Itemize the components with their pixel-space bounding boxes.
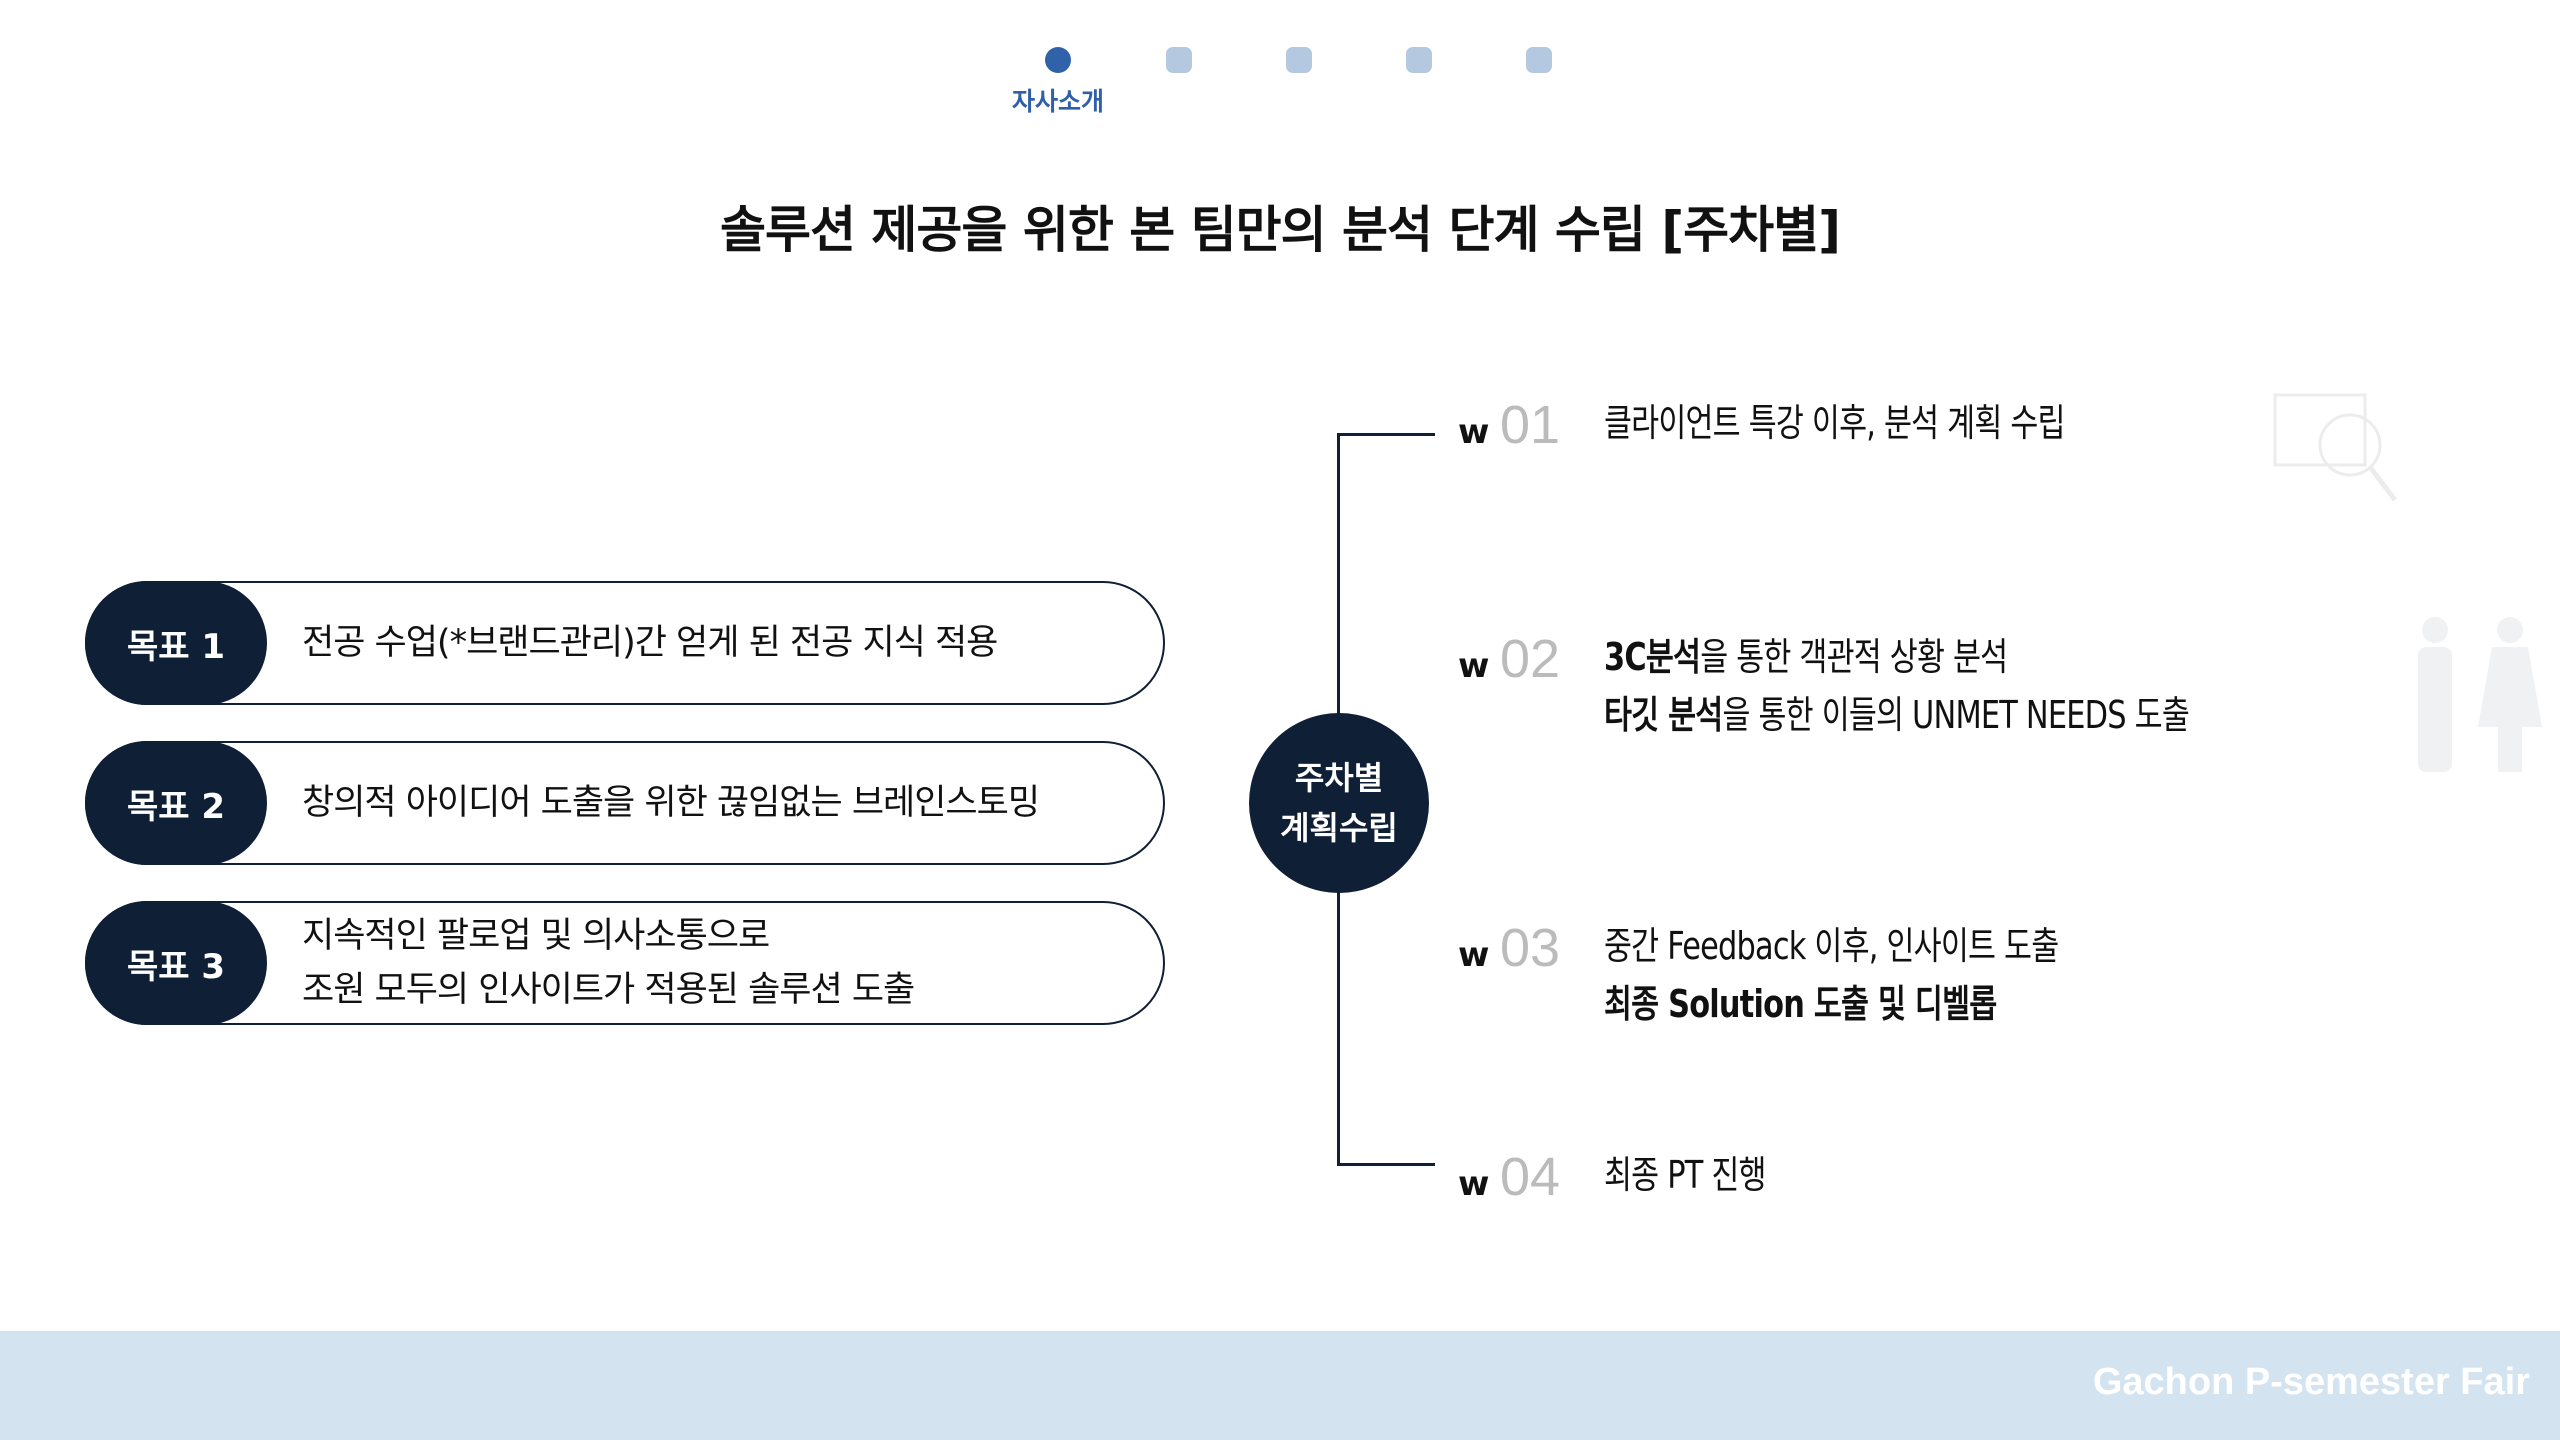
people-icon xyxy=(2418,617,2542,772)
nav-dot-4[interactable] xyxy=(1406,47,1432,73)
week-number: 04 xyxy=(1500,1147,1561,1207)
goal-text: 지속적인 팔로업 및 의사소통으로 xyxy=(302,916,770,956)
center-label: 주차별 xyxy=(1294,759,1384,797)
nav-active-label: 자사소개 xyxy=(1011,87,1104,116)
goal-badge: 목표 1 xyxy=(85,581,267,705)
week-prefix: w xyxy=(1458,935,1490,975)
nav-dot-1[interactable] xyxy=(1045,47,1071,73)
page-title: 솔루션 제공을 위한 본 팀만의 분석 단계 수립 [주차별] xyxy=(720,201,1841,259)
week-4: w 04 최종 PT 진행 xyxy=(1458,1146,1806,1208)
week-text: 클라이언트 특강 이후, 분석 계획 수립 xyxy=(1604,401,2066,445)
goal-badge: 목표 3 xyxy=(85,901,267,1025)
week-number: 02 xyxy=(1500,629,1561,689)
nav-dot-3[interactable] xyxy=(1286,47,1312,73)
week-2: w 02 3C분석을 통한 객관적 상황 분석 타깃 분석을 통한 이들의 UN… xyxy=(1458,628,2335,744)
week-prefix: w xyxy=(1458,1164,1490,1204)
week-number: 01 xyxy=(1500,395,1561,455)
week-prefix: w xyxy=(1458,412,1490,452)
week-text-bold: 최종 Solution 도출 및 디벨롭 xyxy=(1604,982,1997,1026)
week-prefix: w xyxy=(1458,646,1490,686)
analysis-chart-icon xyxy=(2273,393,2397,502)
nav-dot-5[interactable] xyxy=(1526,47,1552,73)
goal-text: 전공 수업(*브랜드관리)간 얻게 된 전공 지식 적용 xyxy=(302,623,998,663)
goal-text: 조원 모두의 인사이트가 적용된 솔루션 도출 xyxy=(302,970,915,1010)
week-3: w 03 중간 Feedback 이후, 인사이트 도출 최종 Solution… xyxy=(1458,917,2172,1033)
timeline-branch-top xyxy=(1337,433,1435,436)
week-text: 중간 Feedback 이후, 인사이트 도출 xyxy=(1604,924,2059,968)
week-text: 을 통한 이들의 UNMET NEEDS 도출 xyxy=(1722,693,2189,737)
nav-dot-2[interactable] xyxy=(1166,47,1192,73)
week-1: w 01 클라이언트 특강 이후, 분석 계획 수립 xyxy=(1458,394,2180,456)
center-node: 주차별 계획수립 xyxy=(1249,713,1429,893)
footer-bar: Gachon P-semester Fair xyxy=(0,1331,2560,1440)
week-text: 을 통한 객관적 상황 분석 xyxy=(1700,635,2008,679)
goal-text: 창의적 아이디어 도출을 위한 끊임없는 브레인스토밍 xyxy=(302,783,1040,823)
week-text-bold: 타깃 분석 xyxy=(1604,693,1723,737)
goal-1: 목표 1 전공 수업(*브랜드관리)간 얻게 된 전공 지식 적용 xyxy=(85,581,1165,705)
goal-badge: 목표 2 xyxy=(85,741,267,865)
footer-text: Gachon P-semester Fair xyxy=(2092,1361,2530,1403)
timeline-branch-bottom xyxy=(1337,1163,1435,1166)
week-number: 03 xyxy=(1500,918,1561,978)
center-label: 계획수립 xyxy=(1280,809,1398,847)
week-text-bold: 3C분석 xyxy=(1604,635,1701,679)
goal-2: 목표 2 창의적 아이디어 도출을 위한 끊임없는 브레인스토밍 xyxy=(85,741,1165,865)
week-text: 최종 PT 진행 xyxy=(1604,1153,1767,1197)
